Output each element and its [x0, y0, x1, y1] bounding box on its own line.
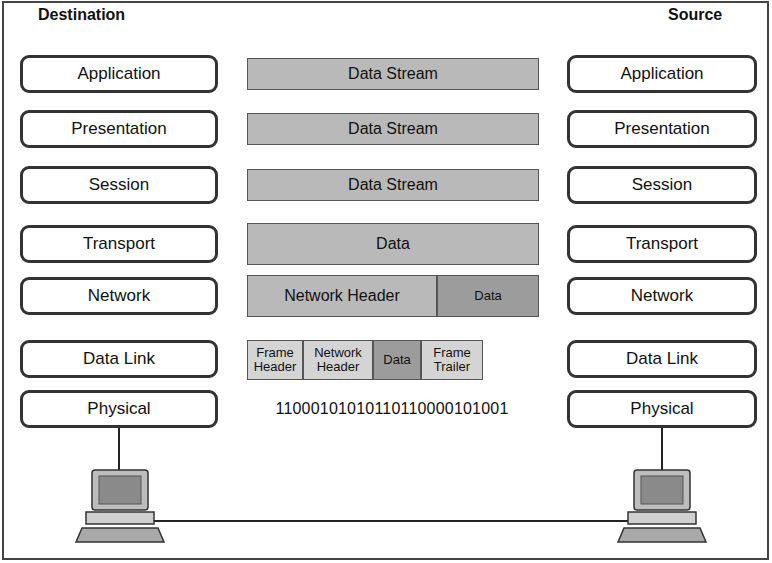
- layer-label: Data Stream: [348, 176, 438, 194]
- data-unit: Data Stream: [247, 169, 539, 201]
- layer-box: Application: [20, 55, 218, 93]
- layer-label: Physical: [87, 399, 150, 419]
- layer-box: Physical: [20, 390, 218, 428]
- layer-label: Data Stream: [348, 65, 438, 83]
- data-unit: Data Stream: [247, 58, 539, 90]
- layer-label: Transport: [83, 234, 155, 254]
- layer-label: Data Stream: [348, 120, 438, 138]
- data-cell: Data: [373, 340, 421, 380]
- layer-box: Physical: [567, 390, 757, 428]
- column-heading: Destination: [38, 6, 125, 24]
- layer-label: Frame Trailer: [425, 346, 479, 373]
- layer-label: Data: [474, 289, 501, 303]
- network-cable: [150, 520, 630, 522]
- wire: [661, 428, 663, 470]
- header-cell: Network Header: [247, 275, 437, 317]
- layer-label: Transport: [626, 234, 698, 254]
- column-heading: Source: [668, 6, 722, 24]
- layer-label: Data: [376, 235, 410, 253]
- layer-box: Network: [567, 277, 757, 315]
- layer-label: Network Header: [284, 287, 400, 305]
- header-cell: Network Header: [303, 340, 373, 380]
- layer-label: Session: [89, 175, 149, 195]
- layer-label: Application: [77, 64, 160, 84]
- layer-box: Data Link: [567, 340, 757, 378]
- layer-box: Data Link: [20, 340, 218, 378]
- layer-label: Frame Header: [251, 346, 299, 373]
- layer-label: Network Header: [307, 346, 369, 373]
- layer-box: Transport: [567, 225, 757, 263]
- frame: [3, 2, 768, 559]
- layer-label: Presentation: [614, 119, 709, 139]
- layer-label: Physical: [630, 399, 693, 419]
- header-cell: Frame Header: [247, 340, 303, 380]
- layer-box: Transport: [20, 225, 218, 263]
- layer-label: Data: [383, 353, 410, 367]
- layer-box: Session: [567, 166, 757, 204]
- bit-stream: 11000101010110110000101001: [276, 400, 509, 418]
- layer-label: Network: [631, 286, 693, 306]
- layer-box: Session: [20, 166, 218, 204]
- computer-icon: [618, 470, 706, 542]
- layer-label: Presentation: [71, 119, 166, 139]
- layer-label: Network: [88, 286, 150, 306]
- layer-label: Data Link: [626, 349, 698, 369]
- data-unit: Data: [247, 223, 539, 265]
- trailer-cell: Frame Trailer: [421, 340, 483, 380]
- layer-label: Application: [620, 64, 703, 84]
- wire: [118, 428, 120, 470]
- layer-label: Data Link: [83, 349, 155, 369]
- layer-box: Presentation: [20, 110, 218, 148]
- layer-box: Application: [567, 55, 757, 93]
- data-cell: Data: [437, 275, 539, 317]
- layer-box: Network: [20, 277, 218, 315]
- layer-label: Session: [632, 175, 692, 195]
- data-unit: Data Stream: [247, 113, 539, 145]
- computer-icon: [76, 470, 164, 542]
- layer-box: Presentation: [567, 110, 757, 148]
